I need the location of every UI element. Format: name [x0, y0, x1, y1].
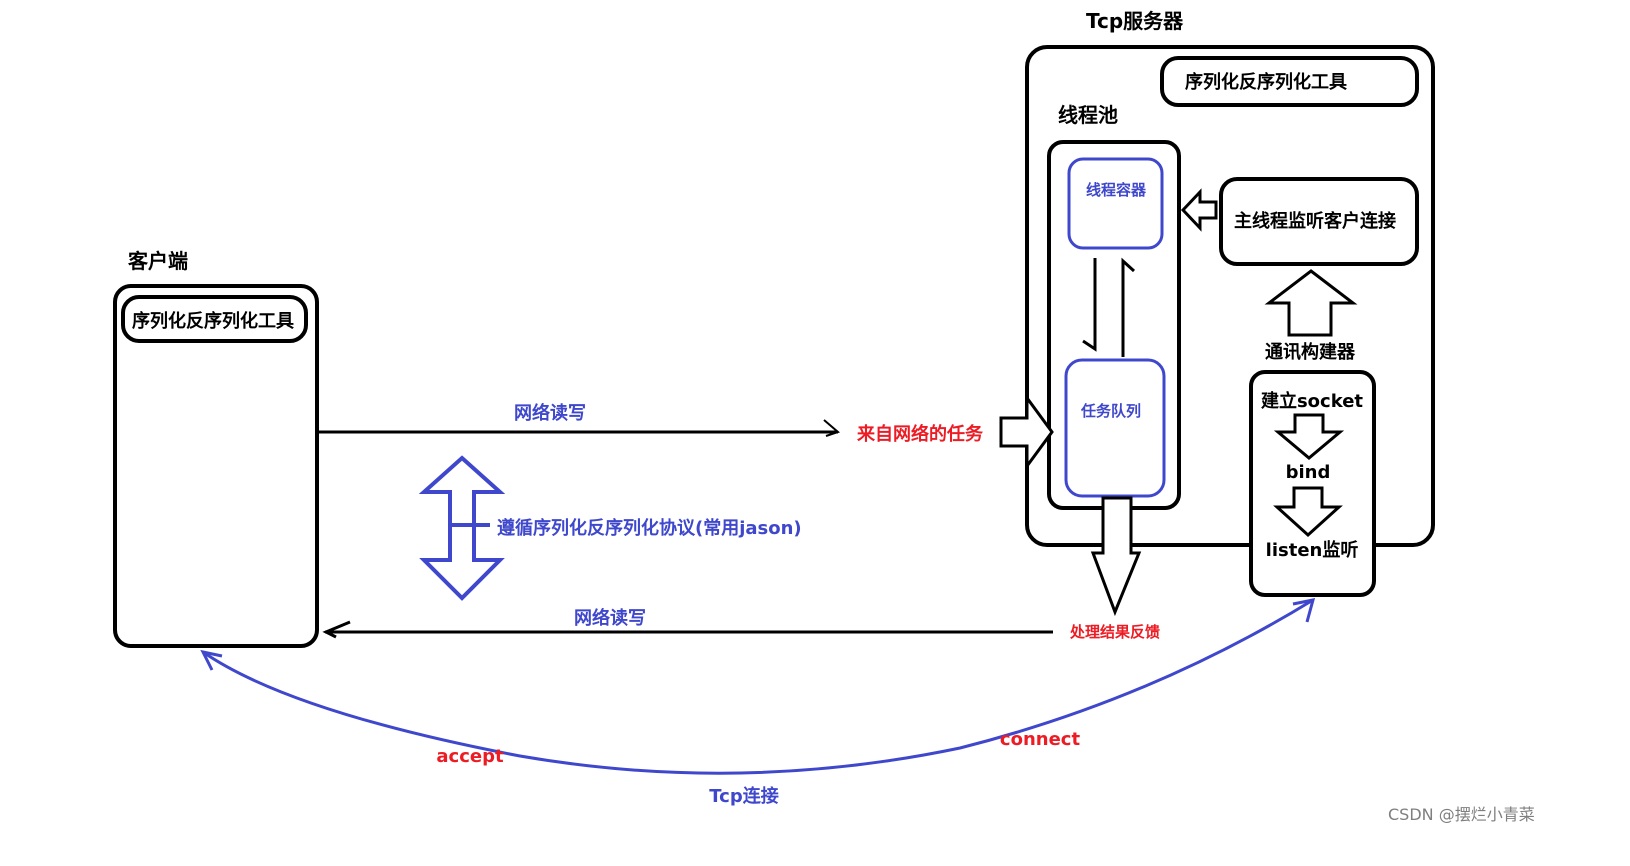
tcp-connection-curve — [202, 598, 1314, 775]
comm-builder-title: 通讯构建器 — [1265, 341, 1356, 363]
connect-label: connect — [1000, 729, 1081, 750]
comm-builder-box — [1249, 370, 1376, 597]
net-rw-top-label: 网络读写 — [514, 402, 586, 424]
server-serializer-box — [1160, 56, 1419, 107]
protocol-text: 遵循序列化反序列化协议(常用jason) — [497, 517, 802, 539]
tcp-curve-right-arrowhead — [1292, 598, 1316, 623]
step-listen: listen监听 — [1266, 539, 1359, 561]
net-rw-bottom-label: 网络读写 — [574, 607, 646, 629]
step-bind: bind — [1286, 462, 1331, 483]
thread-pool-title: 线程池 — [1058, 103, 1118, 127]
step-arrow-1 — [1273, 413, 1345, 460]
queue-to-result-arrow — [1090, 496, 1142, 617]
main-thread-label: 主线程监听客户连接 — [1234, 210, 1396, 232]
task-queue-label: 任务队列 — [1080, 402, 1141, 420]
net-rw-bottom-arrowhead — [322, 620, 351, 639]
client-serializer-box — [121, 295, 308, 343]
accept-label: accept — [436, 746, 504, 767]
protocol-label: 遵循序列化反序列化协议(常用jason) — [497, 517, 802, 539]
container-queue-arrows — [1082, 257, 1136, 357]
net-rw-top-arrowhead — [823, 419, 840, 437]
task-to-queue-arrow — [999, 393, 1054, 471]
thread-container-label: 线程容器 — [1086, 181, 1147, 199]
client-box — [113, 284, 319, 648]
client-title: 客户端 — [127, 249, 188, 273]
task-queue-box — [1064, 358, 1166, 498]
thread-container-box — [1067, 157, 1164, 250]
main-to-container-arrow — [1180, 188, 1218, 232]
step-arrow-2 — [1273, 486, 1343, 538]
incoming-task-label: 来自网络的任务 — [856, 423, 984, 445]
server-serializer-label: 序列化反序列化工具 — [1185, 71, 1347, 93]
client-serializer-label: 序列化反序列化工具 — [132, 310, 294, 332]
protocol-double-arrow — [418, 455, 506, 601]
server-title: Tcp服务器 — [1086, 9, 1184, 33]
builder-to-main-arrow — [1264, 269, 1358, 337]
result-feedback-label: 处理结果反馈 — [1069, 623, 1160, 641]
server-box — [1025, 45, 1435, 547]
tcp-connection-label: Tcp连接 — [709, 785, 778, 807]
main-thread-box — [1219, 177, 1419, 266]
watermark: CSDN @摆烂小青菜 — [1388, 805, 1535, 824]
step-socket: 建立socket — [1261, 390, 1363, 412]
tcp-curve-left-arrowhead — [200, 649, 223, 671]
